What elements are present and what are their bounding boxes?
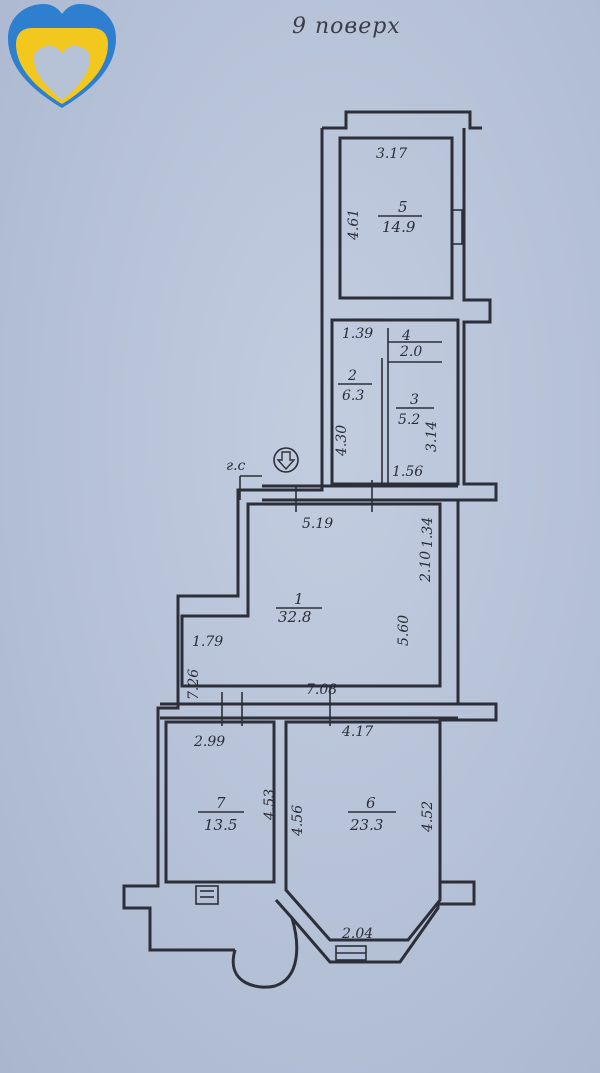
dim-299: 2.99: [193, 734, 225, 750]
floor-title: 9 поверх: [292, 14, 401, 39]
dimension-labels: 3.17 4.61 1.39 4.30 3.14 1.56 5.19 1.34 …: [186, 146, 440, 942]
dim-560: 5.60: [396, 615, 412, 646]
dim-452: 4.52: [420, 801, 436, 833]
room-7-number: 7: [216, 794, 226, 812]
room-2-number: 2: [347, 368, 357, 384]
dim-134: 1.34: [420, 517, 436, 548]
dim-156: 1.56: [392, 464, 423, 480]
dim-417: 4.17: [341, 724, 373, 740]
room-1-number: 1: [294, 590, 304, 608]
dim-317: 3.17: [376, 146, 407, 162]
room-5-area: 14.9: [382, 218, 416, 236]
ukraine-heart-logo-icon: [8, 4, 116, 108]
exterior-walls: [122, 110, 498, 989]
room-6-number: 6: [366, 794, 376, 812]
room-2-area: 6.3: [342, 388, 364, 404]
dim-519: 5.19: [302, 516, 333, 532]
dim-726: 7.26: [186, 669, 202, 700]
dim-430: 4.30: [334, 425, 350, 457]
room-7-area: 13.5: [204, 816, 237, 834]
dim-210: 2.10: [418, 551, 434, 583]
room-6-area: 23.3: [349, 816, 383, 834]
room-4-area: 2.0: [399, 344, 422, 360]
room-5-number: 5: [398, 198, 408, 216]
room-3-number: 3: [410, 392, 419, 408]
dim-456: 4.56: [290, 805, 306, 837]
dim-179: 1.79: [192, 634, 223, 650]
dim-453: 4.53: [262, 789, 278, 821]
dim-139: 1.39: [342, 326, 373, 342]
down-arrow-circle-icon: [273, 447, 299, 473]
room-3-area: 5.2: [398, 412, 420, 428]
stairs-label: г.с: [226, 458, 246, 474]
room-4-number: 4: [401, 328, 411, 344]
dim-204: 2.04: [341, 926, 373, 942]
dim-708: 7.08: [306, 682, 337, 698]
dim-461: 4.61: [346, 209, 362, 241]
room-1-area: 32.8: [278, 608, 311, 626]
dim-314: 3.14: [424, 421, 440, 452]
room-labels: 5 14.9 4 2.0 2 6.3 3 5.2 1 32.8 7 13.5 6…: [198, 198, 434, 834]
